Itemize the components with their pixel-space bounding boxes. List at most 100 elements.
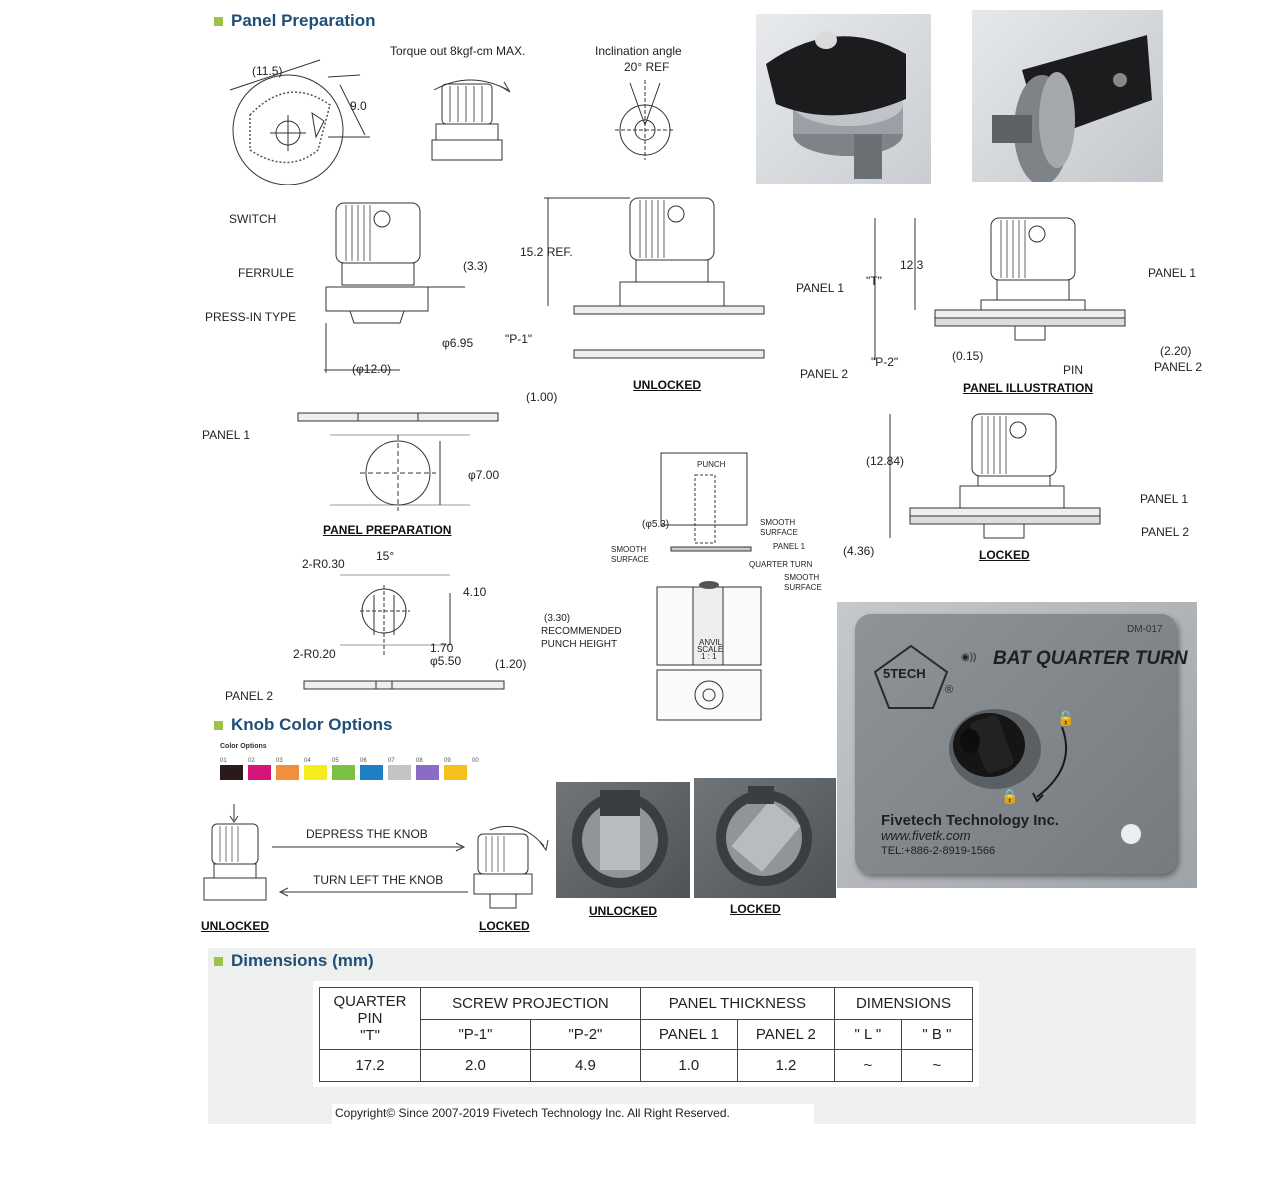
demo-company-label: Fivetech Technology Inc. <box>881 812 1060 829</box>
panel-illustration-caption: PANEL ILLUSTRATION <box>963 381 1093 395</box>
cell-panel1: 1.0 <box>639 1049 738 1082</box>
header-quarter-pin: QUARTER PIN "T" <box>319 987 421 1050</box>
torque-knob-drawing <box>431 79 511 161</box>
demo-panel-title: BAT QUARTER TURN <box>993 648 1188 669</box>
surface-label-1: SURFACE <box>760 528 798 537</box>
anvil-label: ANVIL <box>699 638 723 647</box>
dim-12-0-label: (φ12.0) <box>352 362 392 376</box>
header-screw-projection: SCREW PROJECTION <box>420 987 641 1020</box>
hole-detail-drawing <box>303 574 505 690</box>
unlocked-closeup-image <box>572 790 668 888</box>
p1-label: "P-1" <box>505 332 533 346</box>
dim-1-20-label: (1.20) <box>495 657 527 671</box>
cell-p1: 2.0 <box>420 1049 531 1082</box>
color-code-00: 00 <box>472 758 479 764</box>
dim-12-3-label: 12.3 <box>900 258 924 272</box>
unlocked-panel1-label: PANEL 1 <box>796 281 845 295</box>
mounting-hole <box>1121 824 1141 844</box>
punch-height-label: PUNCH HEIGHT <box>541 639 618 650</box>
hole-panel2-label: PANEL 2 <box>225 689 274 703</box>
color-swatch-05 <box>332 765 355 780</box>
photo-unlocked-caption: UNLOCKED <box>589 904 657 918</box>
cell-b: ~ <box>900 1049 974 1082</box>
inclination-label: Inclination angle <box>595 44 682 58</box>
dim-0-15-label: (0.15) <box>952 349 984 363</box>
table-row: 17.2 2.0 4.9 1.0 1.2 ~ ~ <box>319 1049 974 1082</box>
header-panel-thickness: PANEL THICKNESS <box>639 987 835 1020</box>
press-in-type-label: PRESS-IN TYPE <box>205 310 297 324</box>
knob-photo-angle-image <box>992 35 1152 182</box>
knob-photo-front-image <box>766 31 906 179</box>
knob-top-view-drawing <box>229 59 370 185</box>
color-code-01: 01 <box>220 758 227 764</box>
punch-tooling-drawing <box>656 452 762 721</box>
panel-preparation-drawing <box>297 412 499 511</box>
section-title-dimensions: Dimensions (mm) <box>214 951 374 971</box>
smooth-label-3: SMOOTH <box>784 573 820 582</box>
color-swatch-02 <box>248 765 271 780</box>
section-title-text: Dimensions (mm) <box>231 951 374 970</box>
part-side-view-drawing <box>324 202 465 373</box>
header-qpin-line3: "T" <box>360 1027 380 1044</box>
color-code-08: 08 <box>416 758 423 764</box>
color-code-07: 07 <box>388 758 395 764</box>
t-label: "T" <box>866 274 882 288</box>
color-code-04: 04 <box>304 758 311 764</box>
section-title-knob-colors: Knob Color Options <box>214 715 392 735</box>
section-title-text: Knob Color Options <box>231 715 393 734</box>
locked-closeup-photo <box>694 778 836 898</box>
illustration-panel1-label: PANEL 1 <box>1148 266 1197 280</box>
section-title-text: Panel Preparation <box>231 11 376 30</box>
color-code-09: 09 <box>444 758 451 764</box>
punch-label: PUNCH <box>697 460 726 469</box>
punch-panel1-label: PANEL 1 <box>773 542 806 551</box>
ferrule-label: FERRULE <box>238 266 295 280</box>
quarter-turn-label: QUARTER TURN <box>749 560 813 569</box>
scale-ratio-label: 1 : 1 <box>701 652 717 661</box>
cell-t: 17.2 <box>319 1049 421 1082</box>
dim-1-70-label: 1.70 <box>430 641 454 655</box>
locked-panel1-label: PANEL 1 <box>1140 492 1189 506</box>
color-code-05: 05 <box>332 758 339 764</box>
inclination-value: 20° REF <box>624 60 670 74</box>
subheader-b: " B " <box>900 1019 974 1050</box>
operation-unlocked-label: UNLOCKED <box>201 919 269 933</box>
operation-locked-label: LOCKED <box>479 919 530 933</box>
lock-icon: 🔒 <box>1001 788 1019 804</box>
pentagon-logo-icon <box>873 644 949 709</box>
unlock-icon: 🔓 <box>1057 710 1075 726</box>
dim-5-3-label: (φ5.3) <box>642 519 670 530</box>
switch-label: SWITCH <box>229 212 277 226</box>
depress-knob-label: DEPRESS THE KNOB <box>306 827 428 841</box>
color-code-03: 03 <box>276 758 283 764</box>
panel-illustration-drawing <box>874 217 1126 360</box>
cell-l: ~ <box>833 1049 902 1082</box>
demo-code: DM-017 <box>1127 624 1163 635</box>
section-title-panel-preparation: Panel Preparation <box>214 11 376 31</box>
dim-12-84-label: (12.84) <box>866 454 905 468</box>
turn-left-knob-label: TURN LEFT THE KNOB <box>313 873 444 887</box>
header-qpin-line1: QUARTER <box>333 993 407 1010</box>
color-swatch-row <box>220 765 510 780</box>
dim-1-00-label: (1.00) <box>526 390 558 404</box>
demo-url-label: www.fivetk.com <box>881 828 971 843</box>
inclination-drawing <box>615 80 675 160</box>
dim-5-50-label: φ5.50 <box>430 654 462 668</box>
dim-9-0-label: 9.0 <box>350 99 367 113</box>
locked-side-view-drawing <box>889 413 1101 539</box>
surface-label-3: SURFACE <box>784 583 822 592</box>
color-swatch-01 <box>220 765 243 780</box>
color-code-02: 02 <box>248 758 255 764</box>
header-dimensions: DIMENSIONS <box>833 987 974 1020</box>
unlocked-caption: UNLOCKED <box>633 378 701 392</box>
angle-label: 15° <box>376 549 395 563</box>
subheader-panel1: PANEL 1 <box>639 1019 738 1050</box>
photo-locked-caption: LOCKED <box>730 902 781 916</box>
dimensions-table: QUARTER PIN "T" SCREW PROJECTION PANEL T… <box>319 987 974 1082</box>
brand-label: 5TECH <box>883 666 926 681</box>
dim-7-00-label: φ7.00 <box>468 468 500 482</box>
torque-label: Torque out 8kgf-cm MAX. <box>390 44 526 58</box>
unlocked-panel2-label: PANEL 2 <box>800 367 849 381</box>
locked-caption: LOCKED <box>979 548 1030 562</box>
